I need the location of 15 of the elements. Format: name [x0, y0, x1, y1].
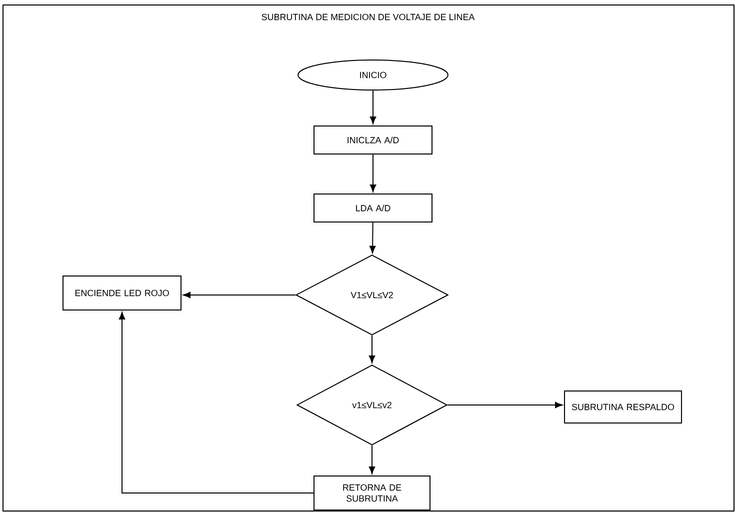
arrow — [118, 312, 314, 494]
arrow — [369, 222, 376, 254]
process-box: ENCIENDE LED ROJO — [62, 276, 182, 310]
arrow — [368, 445, 376, 474]
arrow — [368, 335, 376, 363]
process-box: LDA A/D — [314, 194, 432, 222]
arrow — [183, 292, 296, 298]
process-box: RETORNA DE SUBRUTINA — [314, 476, 430, 510]
arrow — [370, 154, 376, 192]
process-box: INICLZA A/D — [314, 126, 432, 154]
process-box: SUBRUTINA RESPALDO — [564, 390, 682, 424]
start-oval: INICIO — [298, 60, 448, 90]
arrow — [370, 90, 376, 124]
arrow — [447, 402, 563, 408]
title: SUBRUTINA DE MEDICION DE VOLTAJE DE LINEA — [262, 14, 475, 20]
